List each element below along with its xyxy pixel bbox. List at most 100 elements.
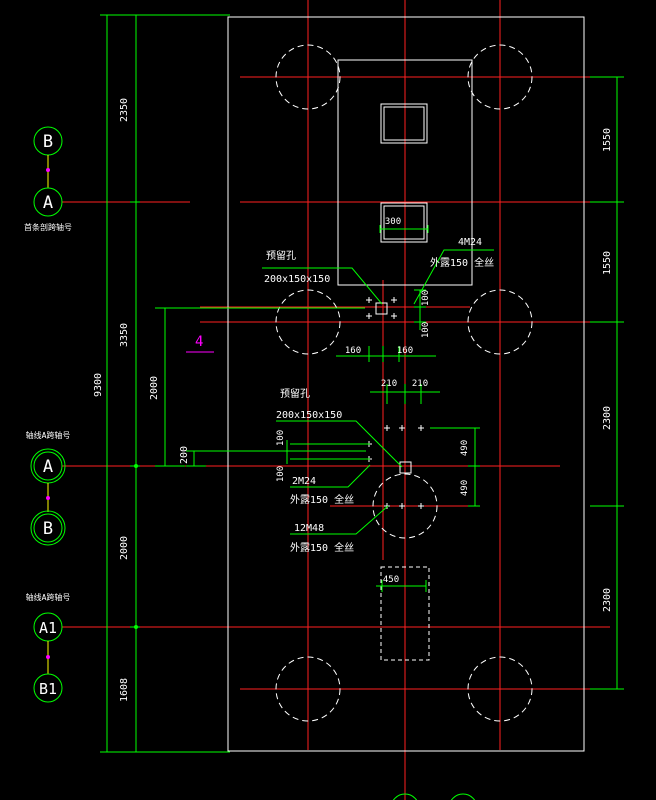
bolt1-note: 外露150 全丝 bbox=[430, 256, 494, 269]
leader-1 bbox=[262, 267, 383, 305]
axis-bubble-top-a bbox=[33, 187, 63, 217]
bolt3-note: 外露150 全丝 bbox=[290, 541, 354, 554]
foundation-outline bbox=[227, 16, 585, 752]
bolt2-spec: 2M24 bbox=[292, 476, 316, 487]
axis-label-low-b1: B1 bbox=[39, 680, 57, 698]
dim-1608: 1608 bbox=[119, 678, 130, 702]
leader-3 bbox=[276, 420, 403, 468]
right-dimension-texts: 1550 1550 2300 2300 bbox=[602, 128, 613, 612]
dim-1550a: 1550 bbox=[602, 128, 613, 152]
pile-circle bbox=[275, 289, 341, 355]
axis-bubble-low-b1 bbox=[33, 673, 63, 703]
bolt3-spec: 12M48 bbox=[294, 523, 324, 534]
leader-2 bbox=[413, 249, 494, 305]
grid-notes: 首条剖跨轴号 轴线A跨轴号 轴线A跨轴号 bbox=[24, 222, 72, 602]
pedestal bbox=[337, 59, 473, 286]
dim-300: 300 bbox=[385, 217, 401, 227]
dim-210b: 210 bbox=[412, 379, 428, 389]
dim-3350: 3350 bbox=[119, 323, 130, 347]
pile-circle bbox=[467, 44, 533, 110]
dim-100b: 100 bbox=[421, 322, 431, 338]
axis-bubbles bbox=[30, 126, 476, 800]
axis-bubble-mid-a-inner bbox=[33, 451, 63, 481]
leader-4 bbox=[290, 464, 371, 488]
dim-160 bbox=[336, 346, 436, 362]
dim-210a: 210 bbox=[381, 379, 397, 389]
dim-2000a: 2000 bbox=[149, 376, 160, 400]
dim-210 bbox=[370, 384, 440, 404]
dim-2350: 2350 bbox=[119, 98, 130, 122]
leader-5 bbox=[290, 505, 389, 535]
dim-300 bbox=[379, 225, 429, 233]
opening-lower-inner bbox=[383, 205, 425, 240]
axis-label-top-b: B bbox=[43, 132, 53, 152]
dim-100-top bbox=[414, 289, 426, 330]
opening-upper bbox=[380, 103, 428, 144]
hole2-size: 200x150x150 bbox=[276, 410, 342, 421]
dim-160a: 160 bbox=[345, 346, 361, 356]
dim-1550b: 1550 bbox=[602, 251, 613, 275]
pile-circle bbox=[275, 44, 341, 110]
bolt-cross bbox=[384, 503, 424, 509]
dim-100d: 100 bbox=[276, 466, 286, 482]
bubble-labels: B A A B A1 B1 bbox=[39, 132, 57, 698]
bottom-bubble bbox=[450, 793, 476, 800]
dim-100a: 100 bbox=[421, 290, 431, 306]
grid-note-mid: 轴线A跨轴号 bbox=[26, 430, 71, 440]
pile-circles bbox=[275, 44, 533, 722]
dim-160b: 160 bbox=[397, 346, 413, 356]
hole1-size: 200x150x150 bbox=[264, 274, 330, 285]
dashed-pad bbox=[380, 566, 430, 661]
dim-490a: 490 bbox=[460, 440, 470, 456]
bolt-cross bbox=[384, 425, 424, 431]
bolt-cross bbox=[366, 297, 397, 319]
dim-450: 450 bbox=[383, 575, 399, 585]
dim-total: 9300 bbox=[93, 373, 104, 397]
dim-490 bbox=[430, 427, 480, 507]
dim-ticks-right bbox=[590, 76, 624, 690]
grid-note-low: 轴线A跨轴号 bbox=[26, 592, 71, 602]
axis-label-top-a: A bbox=[43, 193, 53, 213]
axis-lines bbox=[62, 0, 620, 800]
inner-dimension-texts: 300 100 100 160 160 210 210 100 100 490 … bbox=[276, 217, 470, 585]
axis-label-mid-b: B bbox=[43, 519, 53, 539]
pile-circle bbox=[372, 473, 438, 539]
bolt-marks bbox=[366, 297, 424, 509]
pile-circle bbox=[275, 656, 341, 722]
opening-upper-inner bbox=[383, 106, 425, 141]
hole-marker-1 bbox=[375, 302, 388, 315]
bottom-bubble bbox=[392, 793, 418, 800]
dim-490b: 490 bbox=[460, 480, 470, 496]
bolt2-note: 外露150 全丝 bbox=[290, 493, 354, 506]
pile-circle bbox=[467, 289, 533, 355]
dim-ticks-200 bbox=[186, 450, 366, 467]
dim-2300a: 2300 bbox=[602, 406, 613, 430]
axis-label-mid-a: A bbox=[43, 457, 53, 477]
dim-ticks-2000 bbox=[155, 307, 365, 467]
grid-note-top: 首条剖跨轴号 bbox=[24, 222, 72, 232]
opening-lower bbox=[380, 202, 428, 243]
dim-2300b: 2300 bbox=[602, 588, 613, 612]
dim-100c: 100 bbox=[276, 430, 286, 446]
hole1-title: 预留孔 bbox=[266, 249, 296, 262]
section-marker-label: 4 bbox=[195, 334, 203, 350]
bubble-dot bbox=[46, 496, 50, 500]
foundation-slab bbox=[227, 16, 585, 752]
bubble-dot bbox=[46, 168, 50, 172]
dimension-lines bbox=[100, 14, 624, 753]
hole2-title: 预留孔 bbox=[280, 387, 310, 400]
dim-450 bbox=[376, 580, 427, 592]
axis-bubble-mid-b bbox=[30, 510, 66, 546]
pile-circle bbox=[467, 656, 533, 722]
axis-dot bbox=[134, 464, 138, 468]
dim-2000b: 2000 bbox=[119, 536, 130, 560]
hole-marker-2 bbox=[399, 461, 412, 474]
dim-200: 200 bbox=[179, 446, 190, 464]
axis-dot bbox=[134, 625, 138, 629]
annotations: 预留孔 200x150x150 4M24 外露150 全丝 预留孔 200x15… bbox=[264, 237, 494, 554]
bolt1-spec: 4M24 bbox=[458, 237, 482, 248]
left-dimension-texts: 9300 2350 3350 2000 2000 1608 200 bbox=[93, 98, 190, 702]
bubble-dot bbox=[46, 655, 50, 659]
section-marker: 4 bbox=[186, 334, 214, 353]
